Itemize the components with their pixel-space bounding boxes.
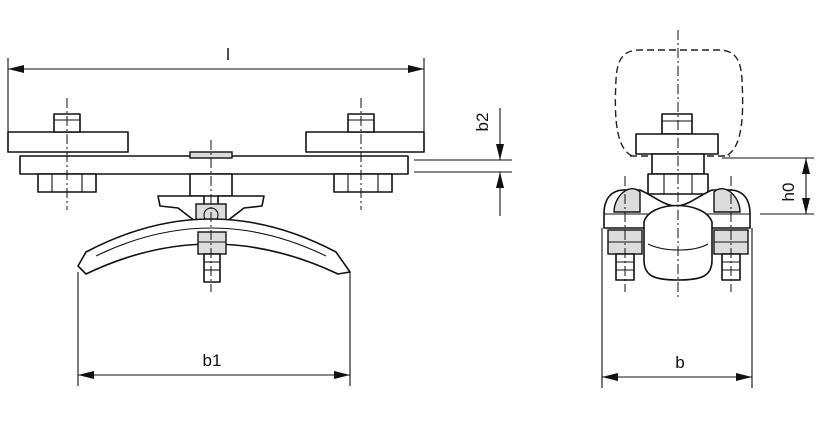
- left-clamp-plate: [7, 131, 129, 153]
- front-view: h0 b: [601, 30, 814, 388]
- front-top-bolt: [661, 113, 693, 135]
- rail-phantom-outline: [614, 49, 744, 157]
- dimension-b1: b1: [77, 272, 351, 386]
- dimension-b2-label: b2: [473, 113, 492, 132]
- dimension-l-label: l: [226, 45, 230, 64]
- dimension-h0-label: h0: [779, 183, 798, 202]
- dimension-b: b: [601, 228, 753, 388]
- wing-nut-left-wing: [157, 195, 205, 229]
- left-side-screw: [613, 187, 641, 213]
- side-view: l b2 b1: [7, 45, 512, 386]
- lower-bolt-shank: [203, 253, 221, 283]
- dimension-b1-label: b1: [203, 351, 222, 370]
- suspension-strap: [77, 218, 351, 275]
- dimension-l: l: [7, 45, 425, 132]
- right-beam-nut: [333, 173, 393, 193]
- dimension-b2: b2: [414, 108, 512, 216]
- right-side-screw: [713, 187, 741, 213]
- front-clamp-plate: [635, 133, 719, 155]
- dimension-h0: h0: [722, 157, 814, 215]
- dimension-b-label: b: [675, 353, 684, 372]
- lower-clamp-nut: [197, 231, 227, 255]
- right-clamp-plate: [305, 131, 425, 153]
- wing-nut-right-wing: [217, 195, 265, 229]
